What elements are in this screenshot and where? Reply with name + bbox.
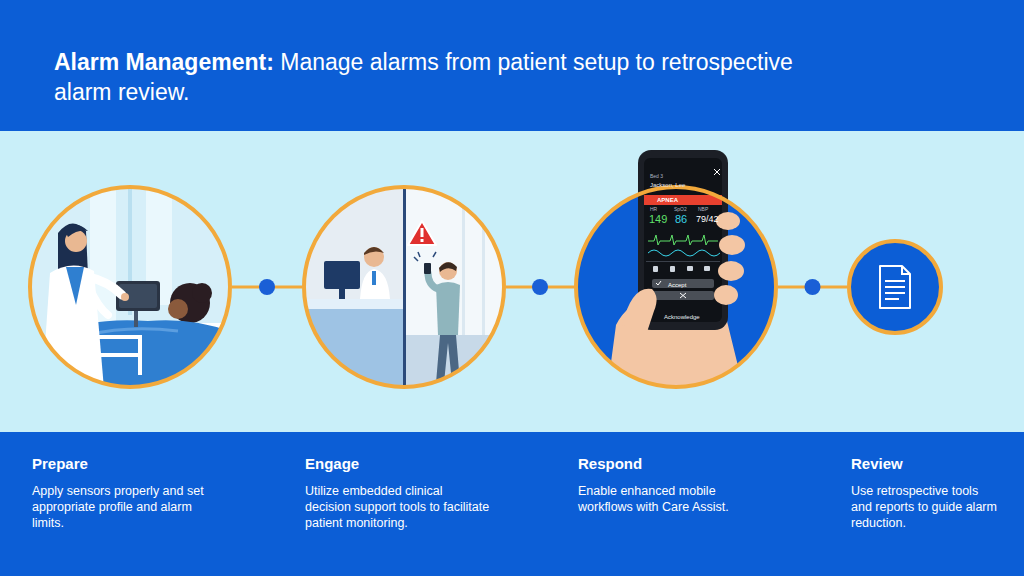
prepare-illustration (28, 185, 232, 389)
step-description: Enable enhanced mobile workflows with Ca… (578, 483, 758, 515)
step-connector (506, 279, 574, 295)
step-heading: Engage (305, 455, 491, 473)
prepare-step: PrepareApply sensors properly and set ap… (28, 185, 232, 525)
step-connector (778, 279, 847, 295)
step-description: Utilize embedded clinical decision suppo… (305, 483, 491, 531)
review-step: ReviewUse retrospective tools and report… (847, 239, 1012, 529)
page-title: Alarm Management: Manage alarms from pat… (54, 47, 814, 107)
step-connector (232, 279, 302, 295)
step-heading: Prepare (32, 455, 224, 473)
respond-illustration (574, 185, 778, 389)
engage-step: EngageUtilize embedded clinical decision… (302, 185, 506, 525)
step-description: Apply sensors properly and set appropria… (32, 483, 224, 531)
step-heading: Review (851, 455, 1001, 473)
respond-step: RespondEnable enhanced mobile workflows … (574, 185, 778, 525)
engage-illustration (302, 185, 506, 389)
step-heading: Respond (578, 455, 758, 473)
step-description: Use retrospective tools and reports to g… (851, 483, 1001, 531)
review-illustration (847, 239, 943, 335)
